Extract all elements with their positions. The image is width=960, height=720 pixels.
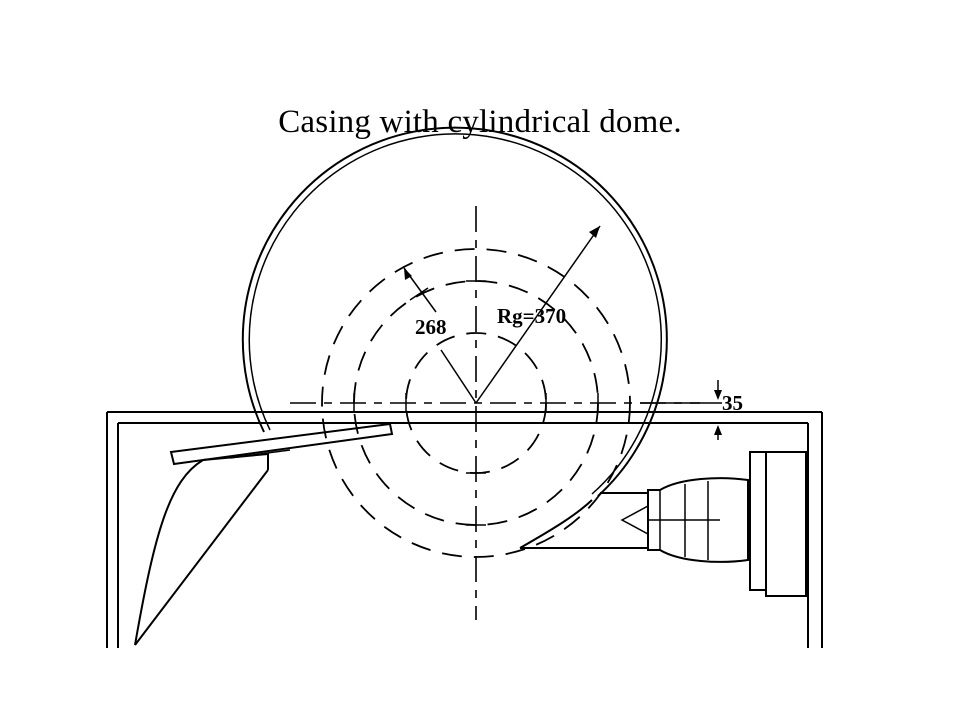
radius-leader-268 — [440, 349, 477, 404]
dimension-tick-268 — [409, 287, 429, 301]
dimension-arrow-268 — [404, 268, 412, 280]
radius-arrow-370 — [589, 226, 600, 238]
dome-outline-inner — [248, 133, 662, 495]
slide-title: Casing with cylindrical dome. — [278, 104, 682, 140]
label-outer-radius: Rg=370 — [497, 304, 566, 328]
casing-frame — [106, 411, 823, 648]
cross-marks — [353, 280, 599, 526]
radius-leader-370 — [475, 225, 601, 404]
nozzle-assembly — [519, 451, 807, 597]
deflector-assembly — [134, 422, 394, 646]
offset-arrow-bottom — [714, 425, 722, 435]
label-inner-radius: 268 — [415, 315, 447, 339]
offset-dimension — [640, 380, 722, 440]
label-offset: 35 — [722, 391, 743, 415]
offset-arrow-top — [714, 390, 722, 400]
dome-outline — [241, 126, 668, 497]
